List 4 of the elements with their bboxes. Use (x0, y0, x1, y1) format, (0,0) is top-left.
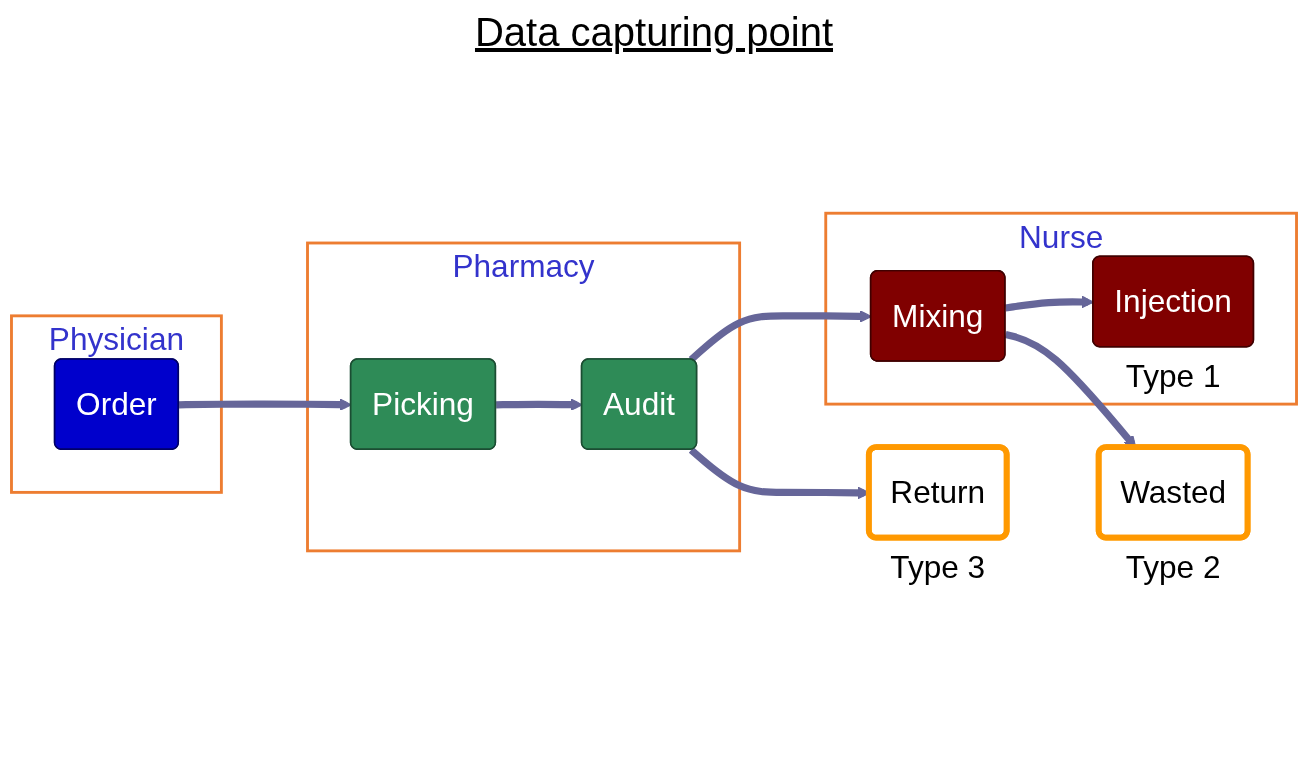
diagram-title: Data capturing point (474, 10, 834, 55)
type-label: Type 2 (1125, 548, 1221, 585)
type-label: Type 3 (890, 548, 986, 585)
type-label: Type 1 (1125, 357, 1221, 394)
